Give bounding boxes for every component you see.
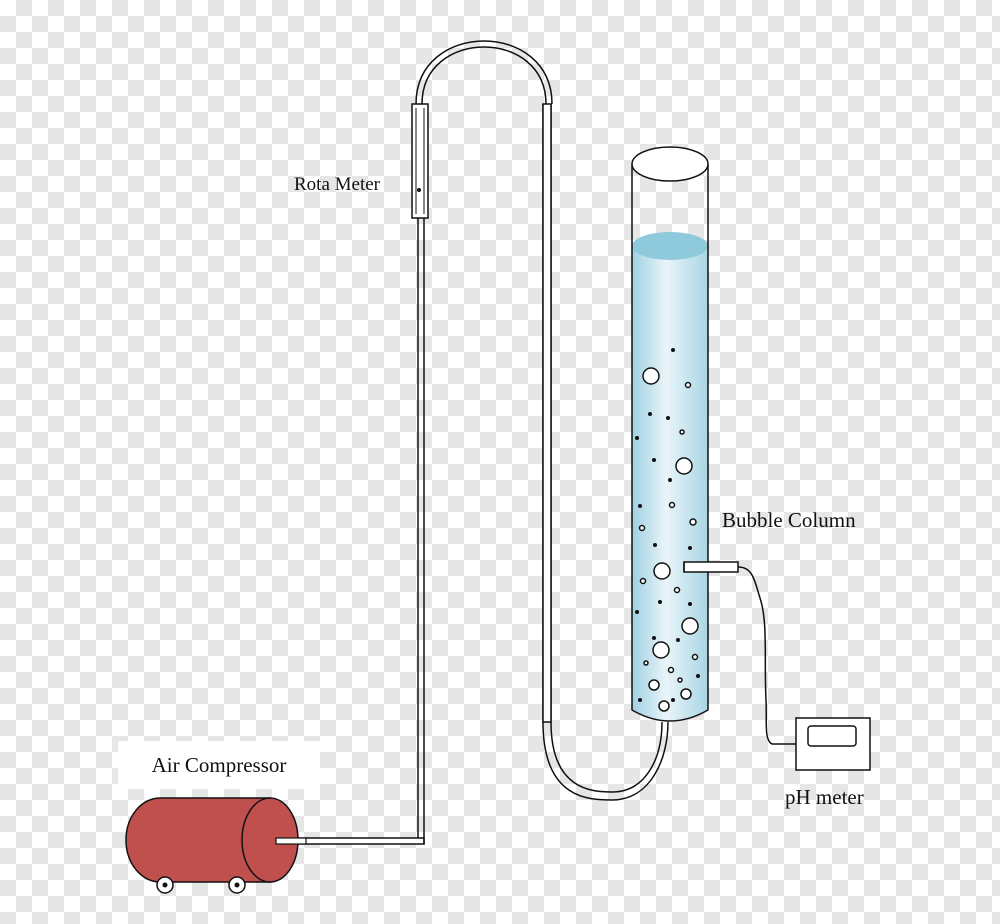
ph-meter [795,717,871,771]
rotameter [411,103,429,219]
rota-meter-label: Rota Meter [294,174,381,195]
air-compressor-label: Air Compressor [118,741,320,789]
rotameter-icon [411,103,429,219]
air-compressor-tank-icon [125,797,271,883]
probe-cable [737,566,796,745]
ph-meter-display [807,725,857,747]
gas-bubbles [638,367,699,712]
small-bubbles [635,348,700,702]
ph-probe-icon [683,561,739,573]
rotameter-float [417,188,421,192]
air-supply-tubing [276,40,669,845]
bubble-column [631,146,739,722]
liquid-surface [632,232,708,260]
bubble-column-label: Bubble Column [722,508,856,532]
column-rim [631,146,709,182]
ph-meter-label: pH meter [785,785,864,809]
air-compressor [125,797,307,894]
